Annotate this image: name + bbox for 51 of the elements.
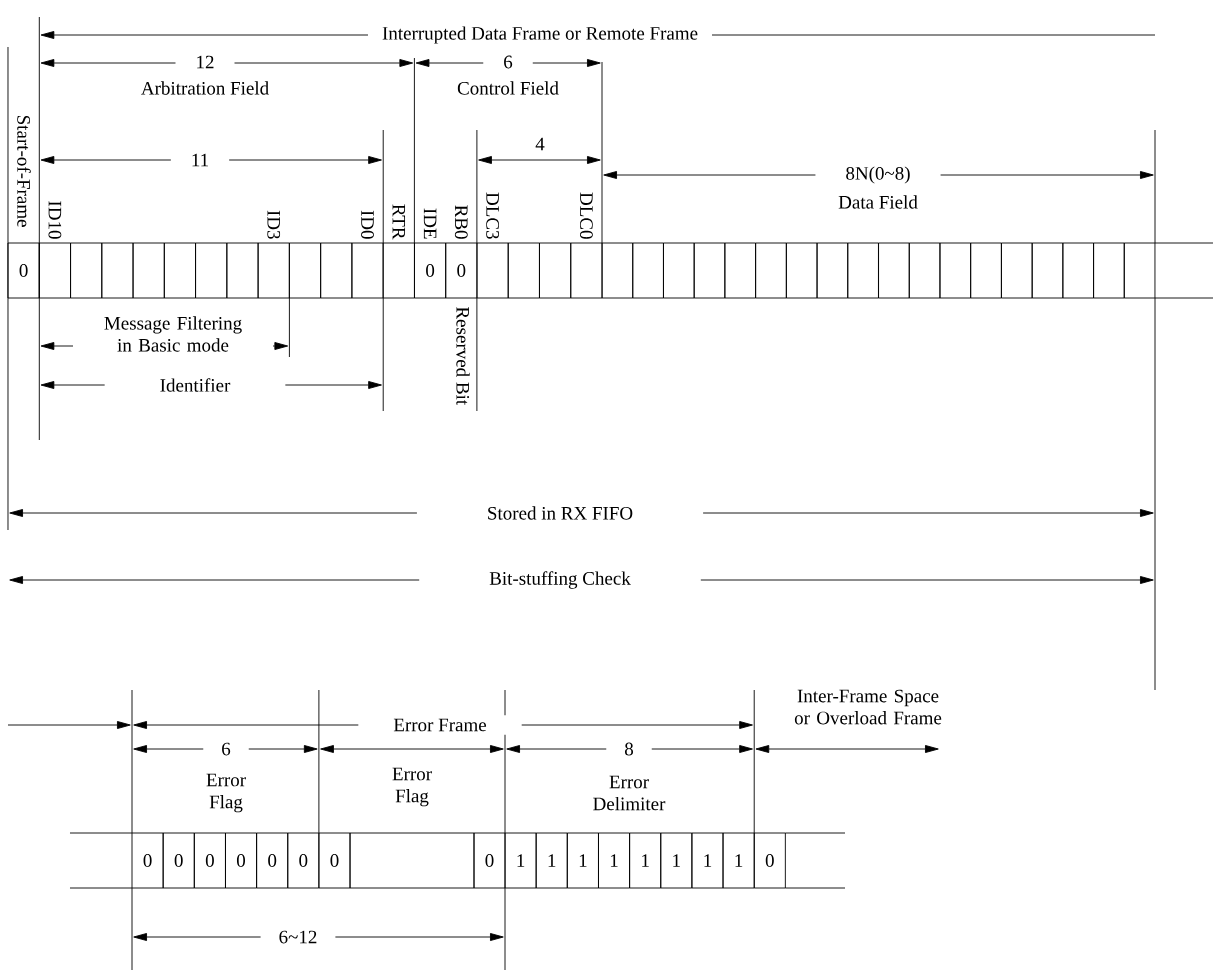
field-label: Arbitration Field: [141, 81, 269, 95]
bit-label: RB0: [454, 205, 468, 239]
bit-cell: 0: [473, 832, 506, 889]
bit-cell: 0: [445, 242, 478, 299]
dimension-label: Interrupted Data Frame or Remote Frame: [368, 23, 712, 47]
bit-label: DLC3: [486, 192, 499, 239]
bit-label: ID10: [48, 201, 62, 239]
dimension-label: 8: [606, 739, 652, 759]
bit-label: ID0: [361, 210, 374, 239]
bit-cell: 1: [566, 832, 599, 889]
bit-cell: 0: [162, 832, 195, 889]
bit-cell: 1: [598, 832, 630, 889]
bit-cell: 0: [131, 832, 164, 889]
dimension-label: 6: [483, 52, 533, 72]
dimension-label: 4: [535, 137, 545, 151]
bit-cell: 1: [535, 832, 568, 889]
dimension-label: Stored in RX FIFO: [416, 503, 704, 523]
field-label: Error Flag: [206, 773, 246, 813]
dimension-label: Identifier: [104, 374, 286, 396]
bit-cell: 0: [414, 242, 447, 299]
bit-label: Reserved Bit: [456, 307, 470, 405]
bit-label: RTR: [392, 204, 405, 240]
bit-cell: 1: [660, 832, 693, 889]
bit-cell: 0: [287, 832, 320, 889]
field-label: Error Delimiter: [593, 775, 666, 811]
dimension-label: 11: [170, 150, 230, 170]
field-label: Data Field: [838, 195, 918, 209]
bit-label: IDE: [423, 208, 437, 239]
frame-label: Inter-Frame Space or Overload Frame: [794, 689, 942, 725]
field-label: Error Flag: [392, 767, 432, 807]
bit-cell: 0: [256, 832, 289, 889]
bit-cell: 0: [193, 832, 226, 889]
dimension-label: 12: [175, 52, 235, 72]
bit-cell: 0: [7, 242, 40, 299]
dimension-label: Message Filtering in Basic mode: [73, 314, 273, 354]
dimension-label: 6: [203, 739, 249, 759]
dimension-label: Bit-stuffing Check: [419, 567, 701, 593]
bit-cell: 1: [629, 832, 662, 889]
bit-cell: 1: [691, 832, 724, 889]
bit-label: ID3: [267, 210, 281, 239]
bit-cell: 0: [225, 832, 257, 889]
field-label: Start-of-Frame: [17, 115, 31, 227]
dimension-label: 6~12: [260, 927, 336, 947]
bit-cell: 1: [722, 832, 755, 889]
bit-cell: 0: [318, 832, 351, 889]
bit-label: DLC0: [580, 192, 593, 239]
bit-cell: 1: [504, 832, 537, 889]
field-label: Control Field: [457, 81, 559, 95]
bit-cell: 0: [753, 832, 786, 889]
dimension-label: Error Frame: [358, 715, 522, 735]
dimension-label: 8N(0~8): [815, 163, 941, 187]
